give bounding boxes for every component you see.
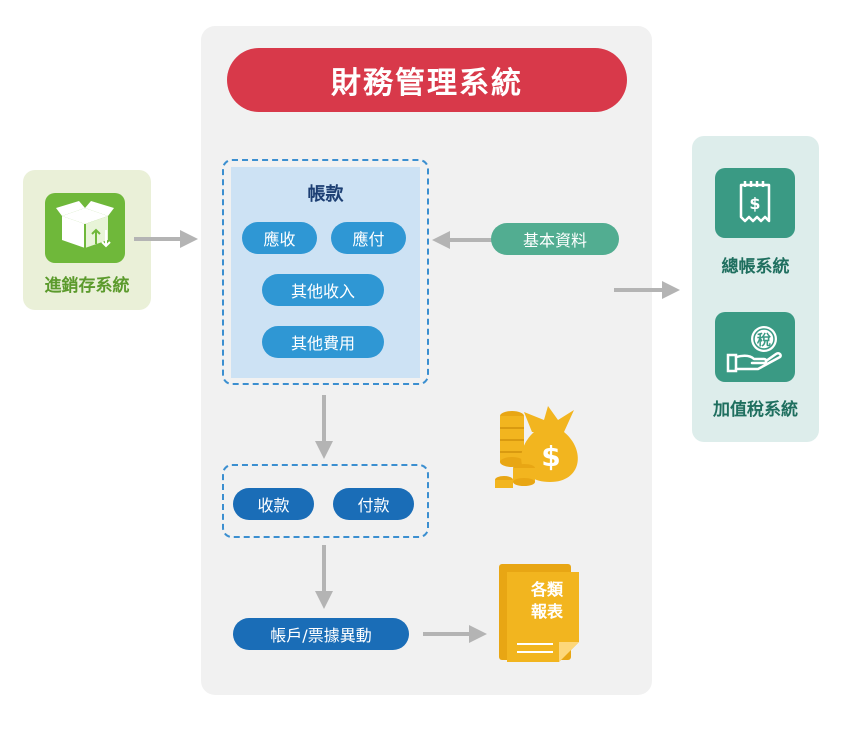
svg-text:$: $ <box>541 440 560 473</box>
pay-pill: 付款 <box>333 488 414 520</box>
reports-label-line2: 報表 <box>530 602 563 621</box>
arrow-down-icon <box>315 395 333 459</box>
money-bag-icon: $ <box>495 406 578 488</box>
reports-label-line1: 各類 <box>530 580 563 599</box>
vat-system-label: 加值稅系統 <box>713 400 798 420</box>
arrow-right-icon <box>614 281 680 299</box>
collect-pill: 收款 <box>233 488 314 520</box>
receipt-icon: $ <box>715 168 795 238</box>
system-title: 財務管理系統 <box>227 48 627 112</box>
accounts-heading: 帳款 <box>307 184 344 205</box>
receivable-pill: 應收 <box>242 222 317 254</box>
ledger-system-label: 總帳系統 <box>721 257 790 277</box>
arrow-right-icon <box>134 230 198 248</box>
report-document-icon <box>499 564 579 662</box>
arrow-right-icon <box>423 625 487 643</box>
basic-data-pill: 基本資料 <box>491 223 619 255</box>
svg-text:$: $ <box>749 194 760 213</box>
accounts-group <box>222 159 429 385</box>
other-expense-pill: 其他費用 <box>262 326 384 358</box>
account-change-pill: 帳戶/票據異動 <box>233 618 409 650</box>
tax-char: 稅 <box>757 332 771 349</box>
inventory-system-label: 進銷存系統 <box>44 276 130 296</box>
box-icon <box>45 193 125 263</box>
payment-group <box>222 464 429 538</box>
tax-hand-icon: 稅 <box>715 312 795 382</box>
other-income-pill: 其他收入 <box>262 274 384 306</box>
arrow-left-icon <box>432 231 492 249</box>
payable-pill: 應付 <box>331 222 406 254</box>
arrow-down-icon <box>315 545 333 609</box>
